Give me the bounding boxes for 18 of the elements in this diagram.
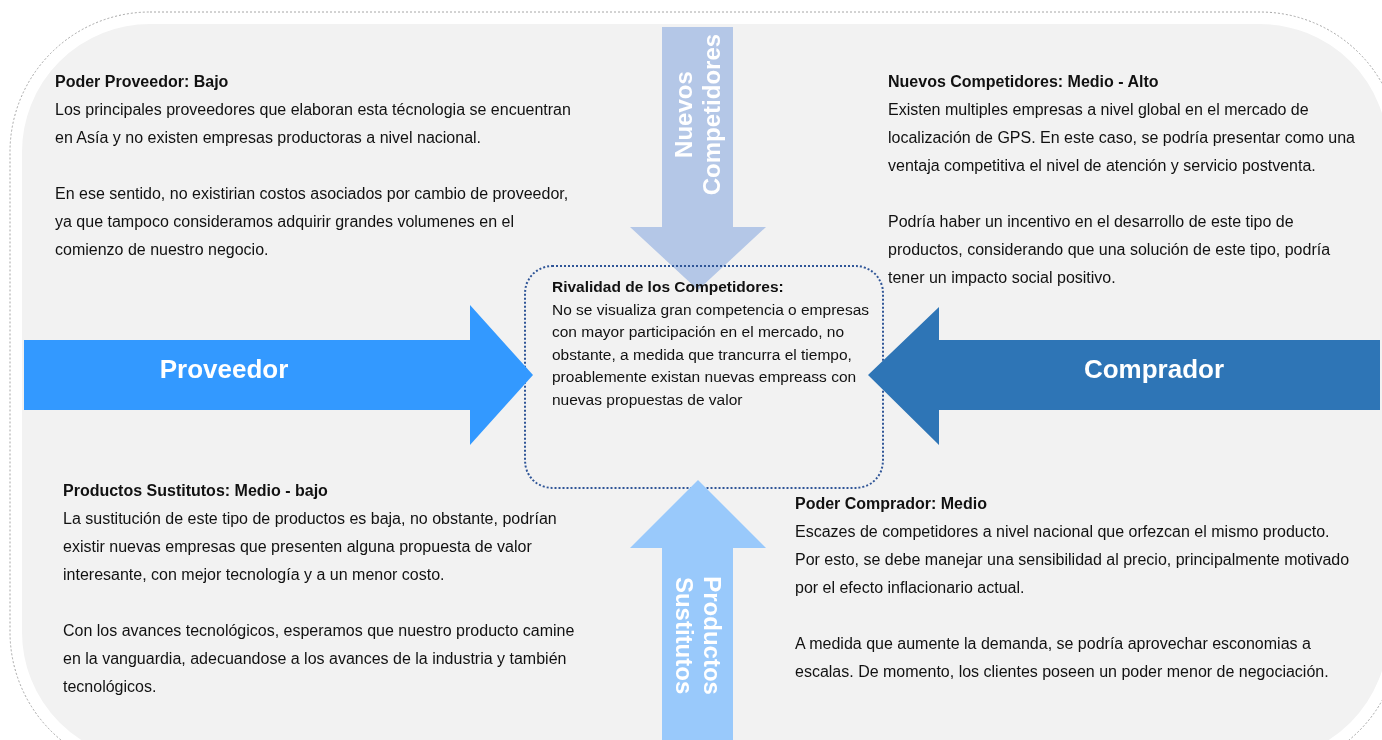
- section-heading: Nuevos Competidores: Medio - Alto: [888, 72, 1159, 92]
- paragraph: A medida que aumente la demanda, se podría aprovechar esconomias a escalas. De momento, los clientes poseen un poder menor de negociación.: [795, 634, 1330, 682]
- section-heading: Poder Proveedor: Bajo: [55, 72, 229, 92]
- section-heading: Poder Comprador: Medio: [795, 494, 987, 514]
- arrow-label: Productos Sustitutos: [670, 575, 726, 697]
- paragraph: En ese sentido, no existirian costos asociados por cambio de proveedor, ya que tampoco consideramos adquirir grandes volumenes en el comienzo de nuestro negocio.: [55, 184, 570, 260]
- paragraph: La sustitución de este tipo de productos es baja, no obstante, podrían existir nuevas empresas que presenten alguna propuesta de valor interesante, con mejor tecnología y a un menor costo.: [63, 509, 558, 585]
- arrow-label: Proveedor: [158, 355, 290, 385]
- paragraph: Existen multiples empresas a nivel global en el mercado de localización de GPS. En este caso, se podría presentar como una ventaja competitiva el nivel de atención y servicio postventa.: [888, 100, 1356, 176]
- arrow-label: Nuevos Competidores: [670, 32, 726, 198]
- section-heading: Productos Sustitutos: Medio - bajo: [63, 481, 328, 501]
- paragraph: Escazes de competidores a nivel nacional que orfezcan el mismo producto. Por esto, se debe manejar una sensibilidad al precio, principalmente motivado por el efecto inflacionario actual.: [795, 522, 1351, 598]
- box-text: No se visualiza gran competencia o empresas con mayor participación en el mercado, no obstante, a medida que trancurra el tiempo, proablemente existan nuevas empreass con nuevas propuestas de valor: [552, 299, 871, 410]
- arrow-label: Comprador: [1082, 355, 1226, 385]
- box-heading: Rivalidad de los Competidores:: [552, 277, 784, 297]
- paragraph: Con los avances tecnológicos, esperamos que nuestro producto camine en la vanguardia, adecuandose a los avances de la industria y también tecnológicos.: [63, 621, 576, 697]
- paragraph: Podría haber un incentivo en el desarrollo de este tipo de productos, considerando que una solución de este tipo, podría tener un impacto social positivo.: [888, 212, 1332, 288]
- paragraph: Los principales proveedores que elaboran esta técnologia se encuentran en Asía y no existen empresas productoras a nivel nacional.: [55, 100, 572, 148]
